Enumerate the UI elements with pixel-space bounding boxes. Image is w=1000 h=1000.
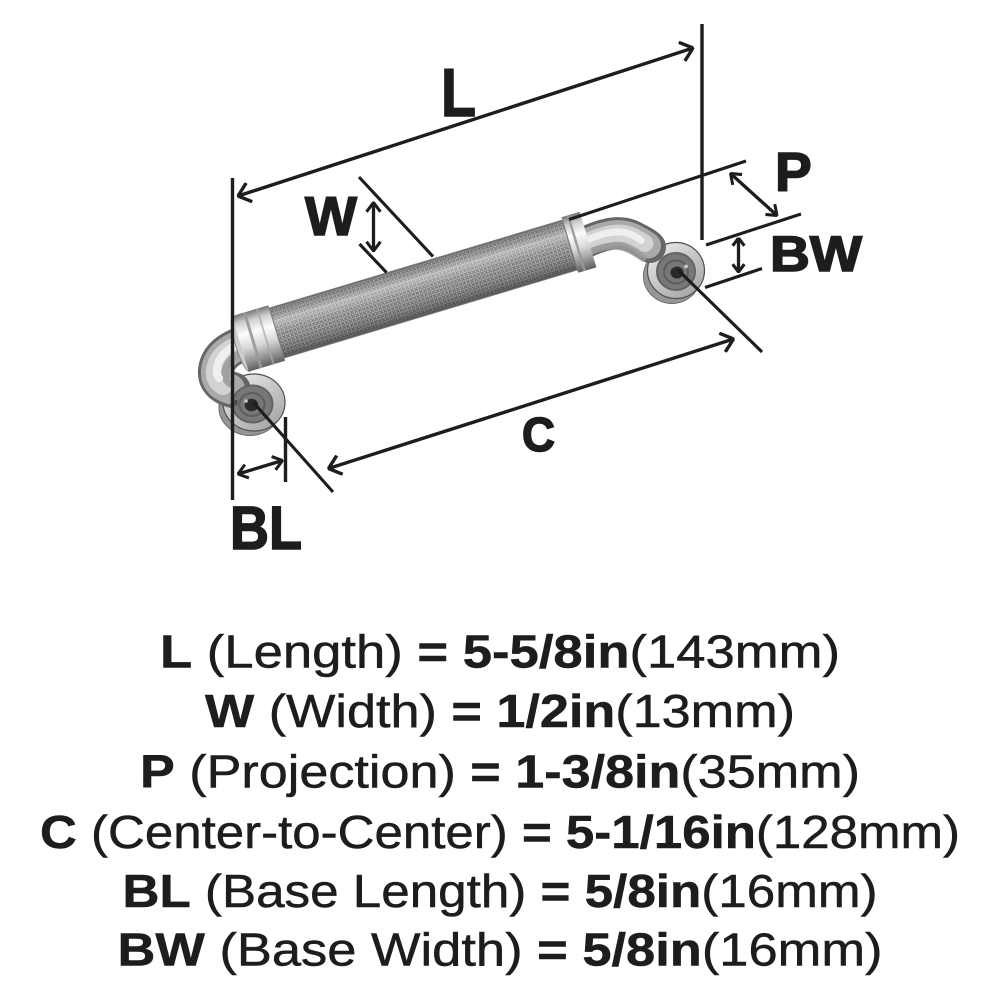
svg-text:BW: BW [770, 226, 863, 282]
svg-text:L: L [441, 55, 476, 131]
svg-text:W (Width) = 1/2in(13mm): W (Width) = 1/2in(13mm) [205, 685, 795, 737]
svg-text:C: C [522, 409, 555, 462]
svg-text:W: W [305, 185, 357, 247]
svg-text:BW (Base Width) = 5/8in(16mm): BW (Base Width) = 5/8in(16mm) [118, 924, 883, 976]
svg-text:L (Length) = 5-5/8in(143mm): L (Length) = 5-5/8in(143mm) [160, 626, 840, 678]
svg-text:BL (Base Length) = 5/8in(16mm): BL (Base Length) = 5/8in(16mm) [123, 865, 878, 917]
svg-text:P (Projection) = 1-3/8in(35mm): P (Projection) = 1-3/8in(35mm) [140, 746, 860, 798]
svg-text:C (Center-to-Center) = 5-1/16i: C (Center-to-Center) = 5-1/16in(128mm) [40, 806, 960, 858]
svg-text:P: P [775, 141, 812, 203]
svg-text:BL: BL [230, 494, 302, 562]
